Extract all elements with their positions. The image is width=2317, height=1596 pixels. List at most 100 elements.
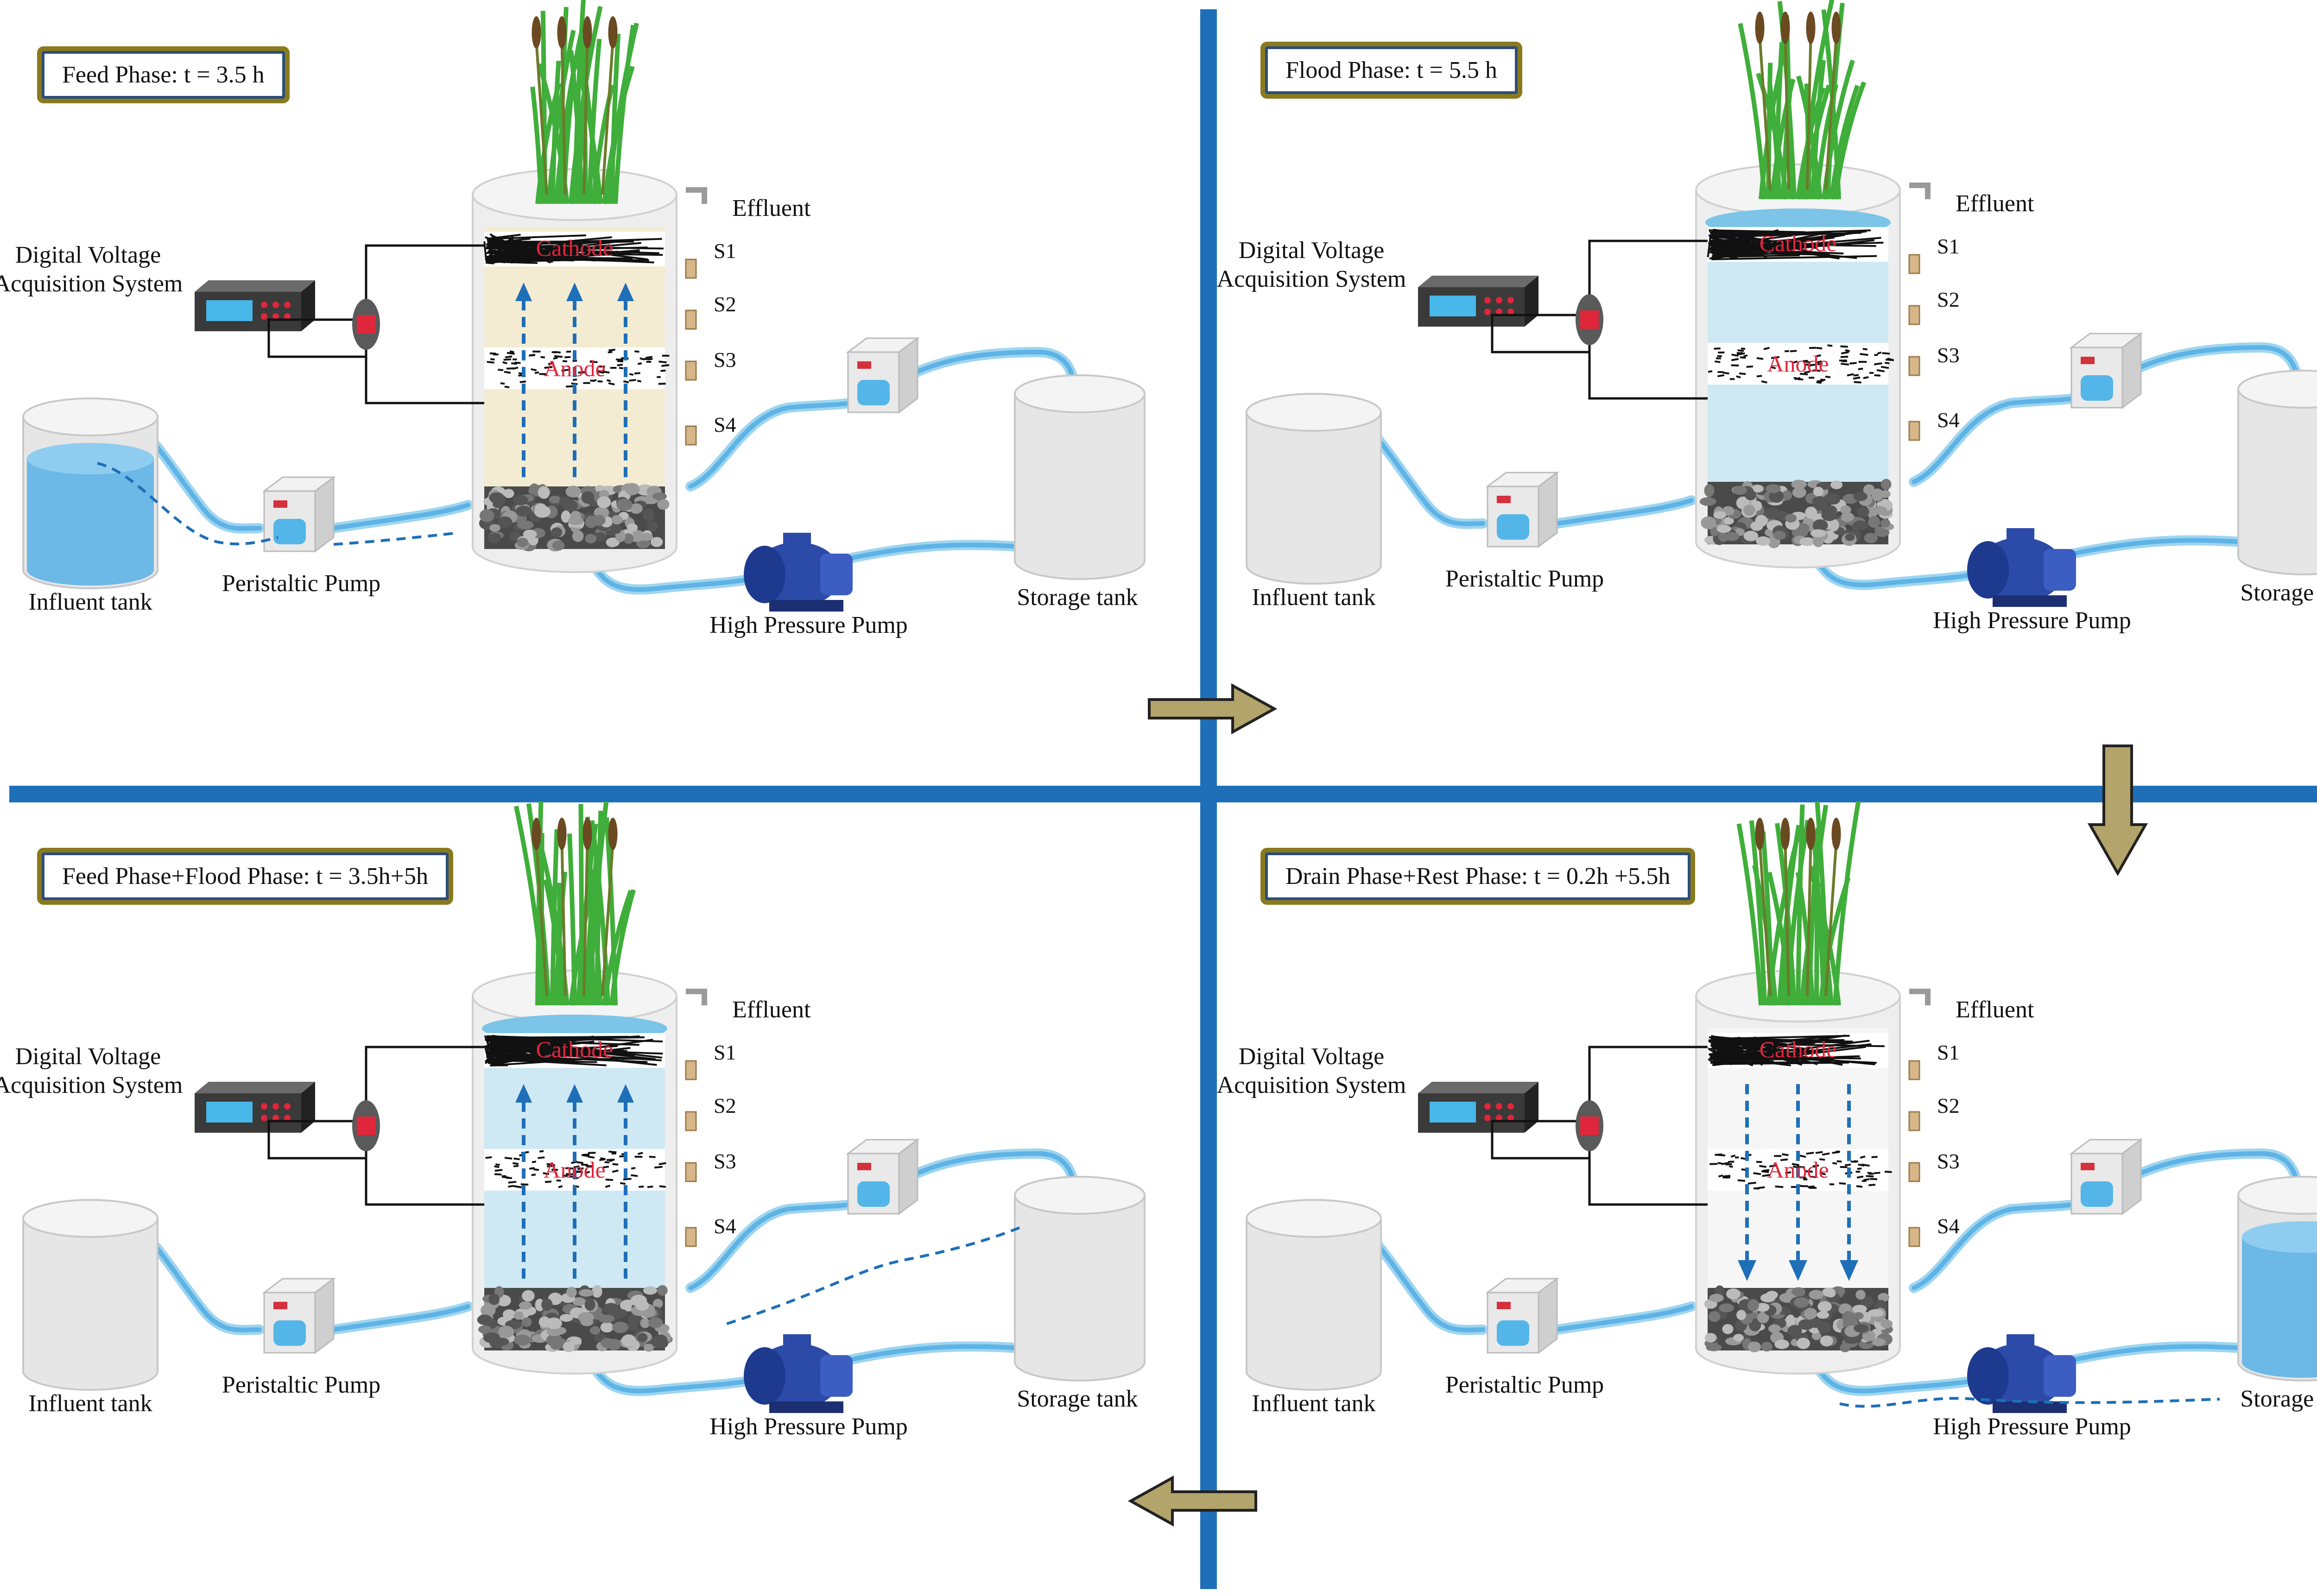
- sample-port-s4: S4: [714, 412, 736, 437]
- influent-tank-icon: [1247, 1200, 1381, 1390]
- sample-port-s4: S4: [1937, 408, 1960, 432]
- recycle-flow-arrow: [723, 1228, 1019, 1325]
- sample-port-icon: [686, 1061, 696, 1079]
- sample-port-icon: [1909, 255, 1919, 273]
- peristaltic-pump-icon: [264, 477, 334, 551]
- sample-port-icon: [686, 1228, 696, 1246]
- anode-label: Anode: [1767, 351, 1829, 377]
- sample-port-s1: S1: [714, 239, 736, 263]
- sample-port-icon: [686, 310, 696, 329]
- voltage-logger-icon: [1418, 276, 1538, 327]
- high-pressure-pump-icon: [744, 533, 853, 612]
- circuit-wire: [1589, 241, 1708, 398]
- anode-label: Anode: [1767, 1157, 1829, 1183]
- sample-port-icon: [686, 259, 696, 278]
- sample-port-s1: S1: [1937, 1040, 1960, 1065]
- faucet-icon: [1909, 991, 1928, 1005]
- system-schematic: CathodeAnode: [1223, 801, 2317, 1589]
- sample-port-s3: S3: [1937, 343, 1960, 367]
- sample-port-icon: [686, 361, 696, 380]
- storage-tank-icon: [1015, 1177, 1145, 1381]
- cathode-label: Cathode: [1760, 1036, 1837, 1062]
- high-pressure-pump-icon: [1967, 528, 2076, 607]
- digital-voltage-label: Digital Voltage Acquisition System: [1214, 236, 1409, 294]
- anode-label: Anode: [544, 1157, 605, 1183]
- effluent-label: Effluent: [732, 996, 810, 1023]
- system-schematic: CathodeAnode: [0, 0, 1196, 788]
- sample-port-s2: S2: [714, 1093, 736, 1118]
- storage-tank-icon: [2238, 371, 2317, 574]
- effluent-label: Effluent: [1956, 190, 2034, 217]
- recycle-pump-icon: [2071, 334, 2141, 408]
- influent-tank-icon: [1247, 394, 1381, 584]
- influent-tank-icon: [23, 398, 158, 588]
- panel-drain-rest: Drain Phase+Rest Phase: t = 0.2h +5.5h C…: [1223, 801, 2317, 1589]
- sample-port-s3: S3: [1937, 1149, 1960, 1173]
- sample-port-icon: [1909, 357, 1919, 375]
- storage-tank-label: Storage tank: [1017, 1385, 1138, 1413]
- storage-tank-icon: [1015, 375, 1145, 579]
- cathode-label: Cathode: [536, 1036, 614, 1062]
- sample-port-icon: [1909, 1112, 1919, 1130]
- sample-port-icon: [686, 426, 696, 445]
- sample-port-s1: S1: [714, 1040, 736, 1065]
- storage-tank-icon: [2238, 1177, 2317, 1381]
- recycle-pump-icon: [2071, 1140, 2141, 1214]
- circuit-wire: [366, 1047, 484, 1205]
- faucet-icon: [1909, 185, 1928, 199]
- storage-tank-label: Storage tank: [2240, 579, 2317, 606]
- voltage-logger-icon: [195, 1082, 315, 1133]
- influent-tank-icon: [23, 1200, 158, 1390]
- cathode-label: Cathode: [536, 235, 614, 261]
- panel-feed-flood: Feed Phase+Flood Phase: t = 3.5h+5h Cath…: [0, 801, 1196, 1589]
- high-pressure-pump-label: High Pressure Pump: [709, 612, 908, 639]
- horizontal-divider: [9, 786, 2317, 802]
- recycle-pump-icon: [848, 338, 918, 412]
- feed-flow-arrow: [334, 533, 459, 544]
- panel-feed: Feed Phase: t = 3.5 h CathodeAnode Digit…: [0, 0, 1196, 788]
- circuit-wire: [366, 246, 484, 403]
- sample-port-icon: [686, 1163, 696, 1181]
- cathode-label: Cathode: [1760, 230, 1837, 256]
- sample-port-icon: [1909, 422, 1919, 440]
- sample-port-s1: S1: [1937, 234, 1960, 259]
- sample-port-icon: [1909, 1163, 1919, 1181]
- effluent-label: Effluent: [732, 195, 810, 222]
- digital-voltage-label: Digital Voltage Acquisition System: [0, 1042, 185, 1100]
- sample-port-s2: S2: [714, 292, 736, 316]
- effluent-label: Effluent: [1956, 996, 2034, 1023]
- faucet-icon: [686, 190, 704, 204]
- storage-tank-label: Storage tank: [1017, 584, 1138, 611]
- high-pressure-pump-label: High Pressure Pump: [1933, 1413, 2131, 1440]
- digital-voltage-label: Digital Voltage Acquisition System: [1214, 1042, 1409, 1100]
- sample-port-icon: [1909, 1228, 1919, 1246]
- voltage-logger-icon: [1418, 1082, 1538, 1133]
- influent-tank-label: Influent tank: [1252, 1390, 1375, 1417]
- peristaltic-pump-icon: [1488, 473, 1557, 547]
- sample-port-s3: S3: [714, 347, 736, 372]
- panel-flood: Flood Phase: t = 5.5 h CathodeAnode Digi…: [1223, 0, 2317, 783]
- influent-tank-label: Influent tank: [28, 1390, 152, 1417]
- peristaltic-pump-label: Peristaltic Pump: [1445, 1371, 1604, 1399]
- circuit-wire: [1589, 1047, 1708, 1205]
- system-schematic: CathodeAnode: [0, 801, 1196, 1589]
- peristaltic-pump-label: Peristaltic Pump: [1445, 565, 1604, 593]
- recycle-pump-icon: [848, 1140, 918, 1214]
- sample-port-s4: S4: [1937, 1214, 1960, 1238]
- peristaltic-pump-icon: [1488, 1279, 1557, 1353]
- peristaltic-pump-icon: [264, 1279, 334, 1353]
- influent-tank-label: Influent tank: [28, 588, 152, 616]
- digital-voltage-label: Digital Voltage Acquisition System: [0, 241, 185, 298]
- sample-port-s2: S2: [1937, 287, 1960, 312]
- anode-label: Anode: [544, 355, 605, 381]
- voltage-logger-icon: [195, 280, 315, 331]
- sample-port-s2: S2: [1937, 1093, 1960, 1118]
- sample-port-icon: [686, 1112, 696, 1130]
- peristaltic-pump-label: Peristaltic Pump: [222, 1371, 380, 1399]
- high-pressure-pump-label: High Pressure Pump: [1933, 607, 2131, 634]
- influent-tank-label: Influent tank: [1252, 584, 1375, 611]
- system-schematic: CathodeAnode: [1223, 0, 2317, 783]
- peristaltic-pump-label: Peristaltic Pump: [222, 570, 380, 597]
- sample-port-s3: S3: [714, 1149, 736, 1173]
